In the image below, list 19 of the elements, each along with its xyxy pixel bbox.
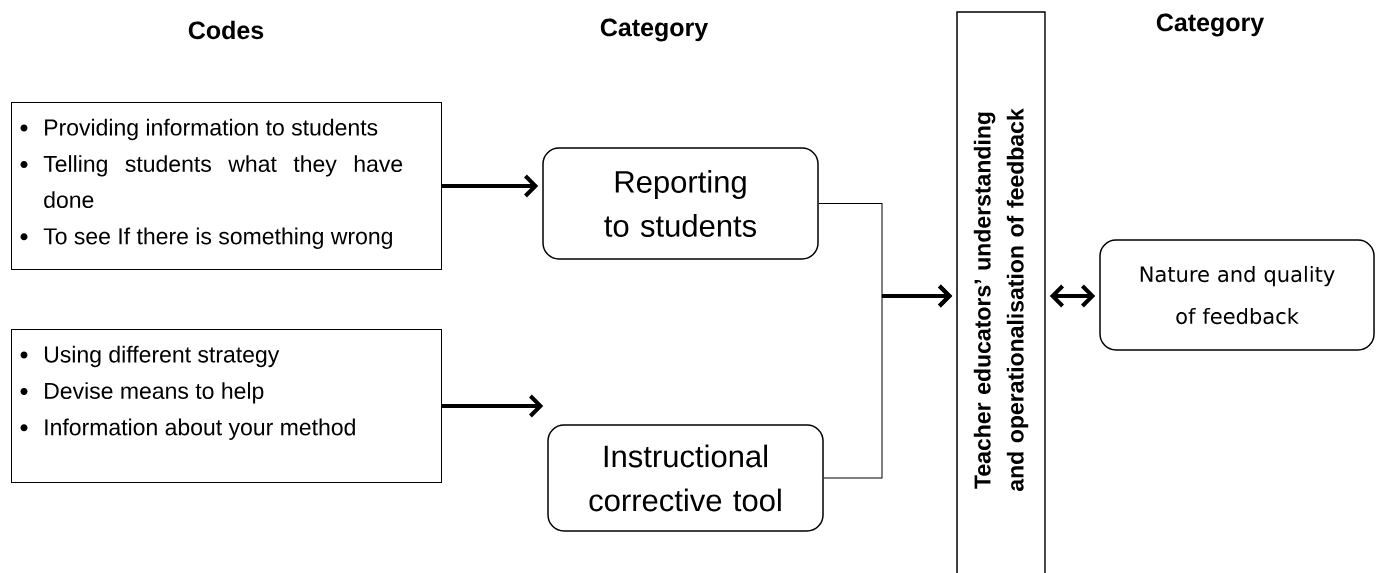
column-heading: Category <box>1156 13 1265 37</box>
category-box: Reporting to students <box>542 147 819 260</box>
arrow <box>1049 284 1096 308</box>
category-box: Instructional corrective tool <box>547 424 824 532</box>
theme-bar: Teacher educators’ understanding and operationalisation of feedback <box>956 11 1046 573</box>
code-text: Providing information to students <box>45 118 378 141</box>
arrow <box>442 174 539 198</box>
code-text: Telling students what they have done <box>43 155 403 208</box>
code-text: To see If there is something wrong <box>43 227 392 249</box>
code-list-box <box>11 329 442 483</box>
code-text: Information about your method <box>45 418 355 440</box>
column-heading: Category <box>600 18 709 42</box>
category-box: Nature and quality of feedback <box>1099 239 1375 351</box>
code-text: Using different strategy <box>44 345 280 368</box>
code-text: Devise means to help <box>45 382 264 404</box>
code-list-box <box>11 102 442 270</box>
connector-arrow <box>823 284 953 479</box>
column-heading: Codes <box>188 20 264 40</box>
arrow <box>442 394 544 418</box>
